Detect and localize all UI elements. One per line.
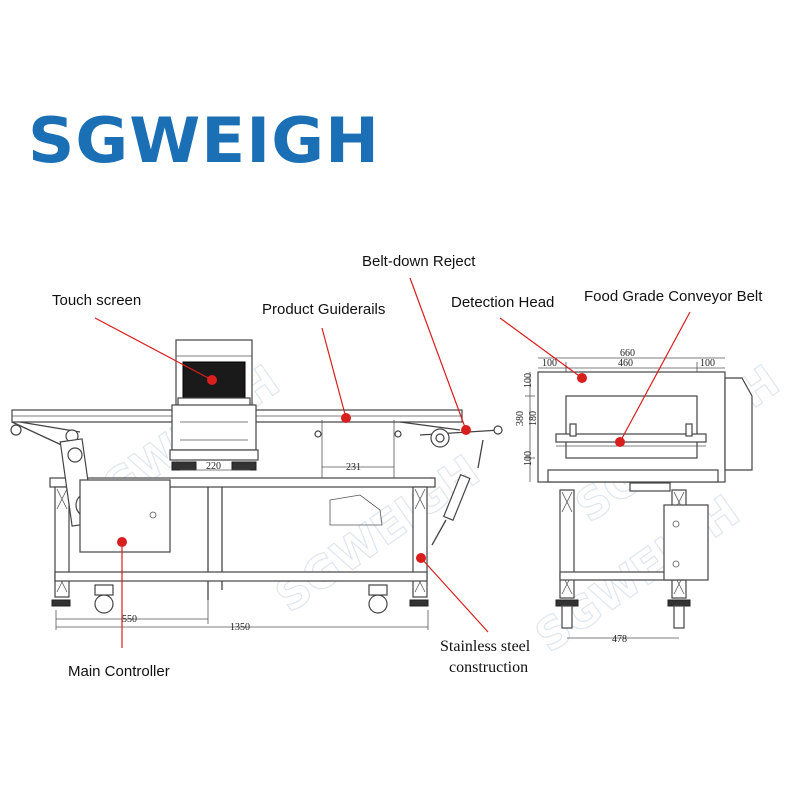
callouts — [94, 277, 691, 648]
marker-guiderails — [341, 413, 351, 423]
frame-top-rail — [49, 477, 436, 488]
reject-cylinder — [442, 473, 471, 521]
dim-220: 220 — [206, 461, 221, 472]
label-stainless-line2: construction — [449, 659, 528, 676]
dim-460: 460 — [618, 358, 633, 369]
dim-380: 380 — [515, 411, 526, 426]
label-touch-screen: Touch screen — [52, 292, 141, 309]
label-stainless-line1: Stainless steel — [440, 638, 531, 655]
front-leg-left — [559, 489, 575, 599]
leader-touch-screen — [94, 317, 213, 381]
front-conveyor-belt — [555, 433, 707, 443]
dim-1350: 1350 — [230, 622, 250, 633]
leader-guiderails — [321, 327, 347, 419]
front-controller-box — [663, 504, 709, 581]
dim-100-left: 100 — [542, 358, 557, 369]
marker-belt-reject — [461, 425, 471, 435]
marker-touch-screen — [207, 375, 217, 385]
marker-main-controller — [117, 537, 127, 547]
side-panel — [724, 377, 753, 471]
frame-left-leg — [54, 486, 70, 598]
leader-belt-reject — [409, 277, 467, 431]
dim-100-top: 100 — [523, 373, 534, 388]
dim-660: 660 — [620, 348, 635, 359]
marker-conveyor-belt — [615, 437, 625, 447]
dim-180: 180 — [528, 411, 539, 426]
caster-right — [368, 594, 388, 614]
frame-bottom-rail — [54, 571, 428, 582]
detection-head-body — [171, 404, 257, 451]
detection-aperture — [565, 395, 698, 459]
dim-100-right: 100 — [700, 358, 715, 369]
dim-478: 478 — [612, 634, 627, 645]
label-detection-head: Detection Head — [451, 294, 554, 311]
label-belt-down-reject: Belt-down Reject — [362, 253, 476, 270]
leader-stainless — [420, 557, 489, 633]
label-product-guiderails: Product Guiderails — [262, 301, 385, 318]
frame-right-leg — [412, 486, 428, 598]
caster-left — [94, 594, 114, 614]
marker-stainless — [416, 553, 426, 563]
front-view-machine: 660 100 460 100 100 380 180 100 — [515, 348, 753, 645]
brand-logo: SGWEIGH — [28, 104, 380, 177]
leader-conveyor-belt — [619, 311, 691, 443]
marker-detection-head — [577, 373, 587, 383]
callout-markers — [117, 373, 625, 563]
logo-text: SGWEIGH — [28, 104, 380, 177]
leader-detection-head — [499, 317, 583, 379]
dim-231: 231 — [346, 462, 361, 473]
dim-100-bottom: 100 — [523, 451, 534, 466]
label-main-controller: Main Controller — [68, 663, 170, 680]
label-conveyor-belt: Food Grade Conveyor Belt — [584, 288, 763, 305]
left-roller — [10, 424, 22, 436]
dim-550: 550 — [122, 614, 137, 625]
